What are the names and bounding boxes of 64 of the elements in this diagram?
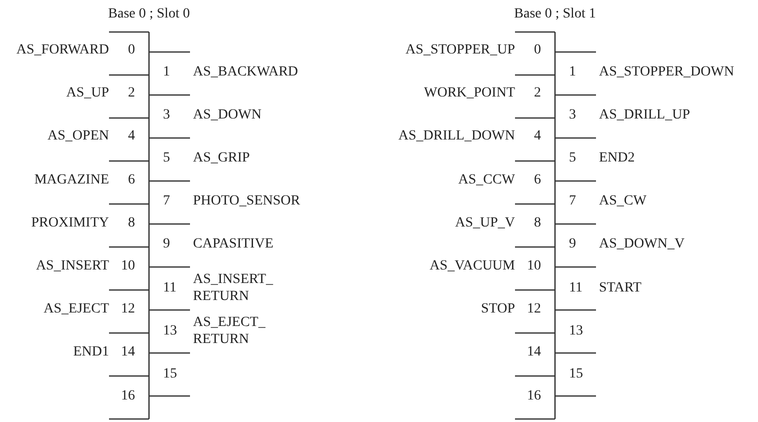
signal-name: WORK_POINT xyxy=(424,84,515,102)
pin-number: 10 xyxy=(121,258,135,274)
slot-heading: Base 0 ; Slot 0 xyxy=(108,6,190,22)
signal-name: AS_CW xyxy=(599,192,646,210)
signal-name: AS_DRILL_DOWN xyxy=(398,128,515,145)
pin-number: 11 xyxy=(163,279,176,296)
pin-number: 3 xyxy=(569,106,576,124)
pin-number: 1 xyxy=(569,63,576,80)
pin-number: 9 xyxy=(163,236,170,253)
pin-number: 16 xyxy=(121,387,135,404)
signal-name: AS_FORWARD xyxy=(16,42,109,58)
pin-number: 11 xyxy=(569,279,582,296)
signal-name: AS_CCW xyxy=(458,171,515,188)
pin-number: 6 xyxy=(128,171,135,188)
pin-number: 2 xyxy=(534,84,541,102)
signal-name: END2 xyxy=(599,150,635,166)
pin-number: 13 xyxy=(569,322,583,340)
signal-name: AS_DRILL_UP xyxy=(599,106,690,124)
signal-name: AS_INSERT_ RETURN xyxy=(193,270,273,305)
signal-name: AS_BACKWARD xyxy=(193,63,298,80)
signal-name: AS_OPEN xyxy=(48,128,109,145)
pin-number: 12 xyxy=(527,300,541,318)
pin-number: 9 xyxy=(569,236,576,253)
signal-name: END1 xyxy=(73,344,109,361)
pin-number: 16 xyxy=(527,387,541,404)
pin-number: 8 xyxy=(128,214,135,232)
signal-name: AS_EJECT_ RETURN xyxy=(193,314,266,348)
pin-number: 4 xyxy=(534,128,541,145)
pin-number: 3 xyxy=(163,106,170,124)
signal-name: AS_STOPPER_UP xyxy=(406,42,515,58)
pin-number: 13 xyxy=(163,322,177,340)
pin-number: 7 xyxy=(163,192,170,210)
pin-number: 0 xyxy=(128,42,135,58)
pin-number: 10 xyxy=(527,258,541,274)
pin-number: 1 xyxy=(163,63,170,80)
pin-number: 0 xyxy=(534,42,541,58)
signal-name: AS_UP_V xyxy=(455,214,515,232)
pin-number: 15 xyxy=(163,366,177,382)
pin-number: 12 xyxy=(121,300,135,318)
pin-number: 7 xyxy=(569,192,576,210)
signal-name: STOP xyxy=(481,300,515,318)
pin-number: 14 xyxy=(121,344,135,361)
signal-name: AS_STOPPER_DOWN xyxy=(599,63,734,80)
pin-number: 8 xyxy=(534,214,541,232)
signal-name: MAGAZINE xyxy=(34,171,109,188)
signal-name: AS_DOWN xyxy=(193,106,262,124)
signal-name: AS_DOWN_V xyxy=(599,236,685,253)
signal-name: AS_UP xyxy=(66,84,109,102)
signal-name: PROXIMITY xyxy=(31,214,109,232)
signal-name: AS_INSERT xyxy=(36,258,109,274)
pin-number: 5 xyxy=(163,150,170,166)
pin-number: 6 xyxy=(534,171,541,188)
pin-number: 4 xyxy=(128,128,135,145)
signal-name: AS_VACUUM xyxy=(430,258,515,274)
pin-number: 15 xyxy=(569,366,583,382)
slot-heading: Base 0 ; Slot 1 xyxy=(514,6,596,22)
signal-name: START xyxy=(599,279,642,296)
signal-name: AS_EJECT xyxy=(44,300,109,318)
signal-name: AS_GRIP xyxy=(193,150,250,166)
pin-number: 2 xyxy=(128,84,135,102)
pin-number: 14 xyxy=(527,344,541,361)
signal-name: CAPASITIVE xyxy=(193,236,274,253)
pin-number: 5 xyxy=(569,150,576,166)
signal-name: PHOTO_SENSOR xyxy=(193,192,300,210)
